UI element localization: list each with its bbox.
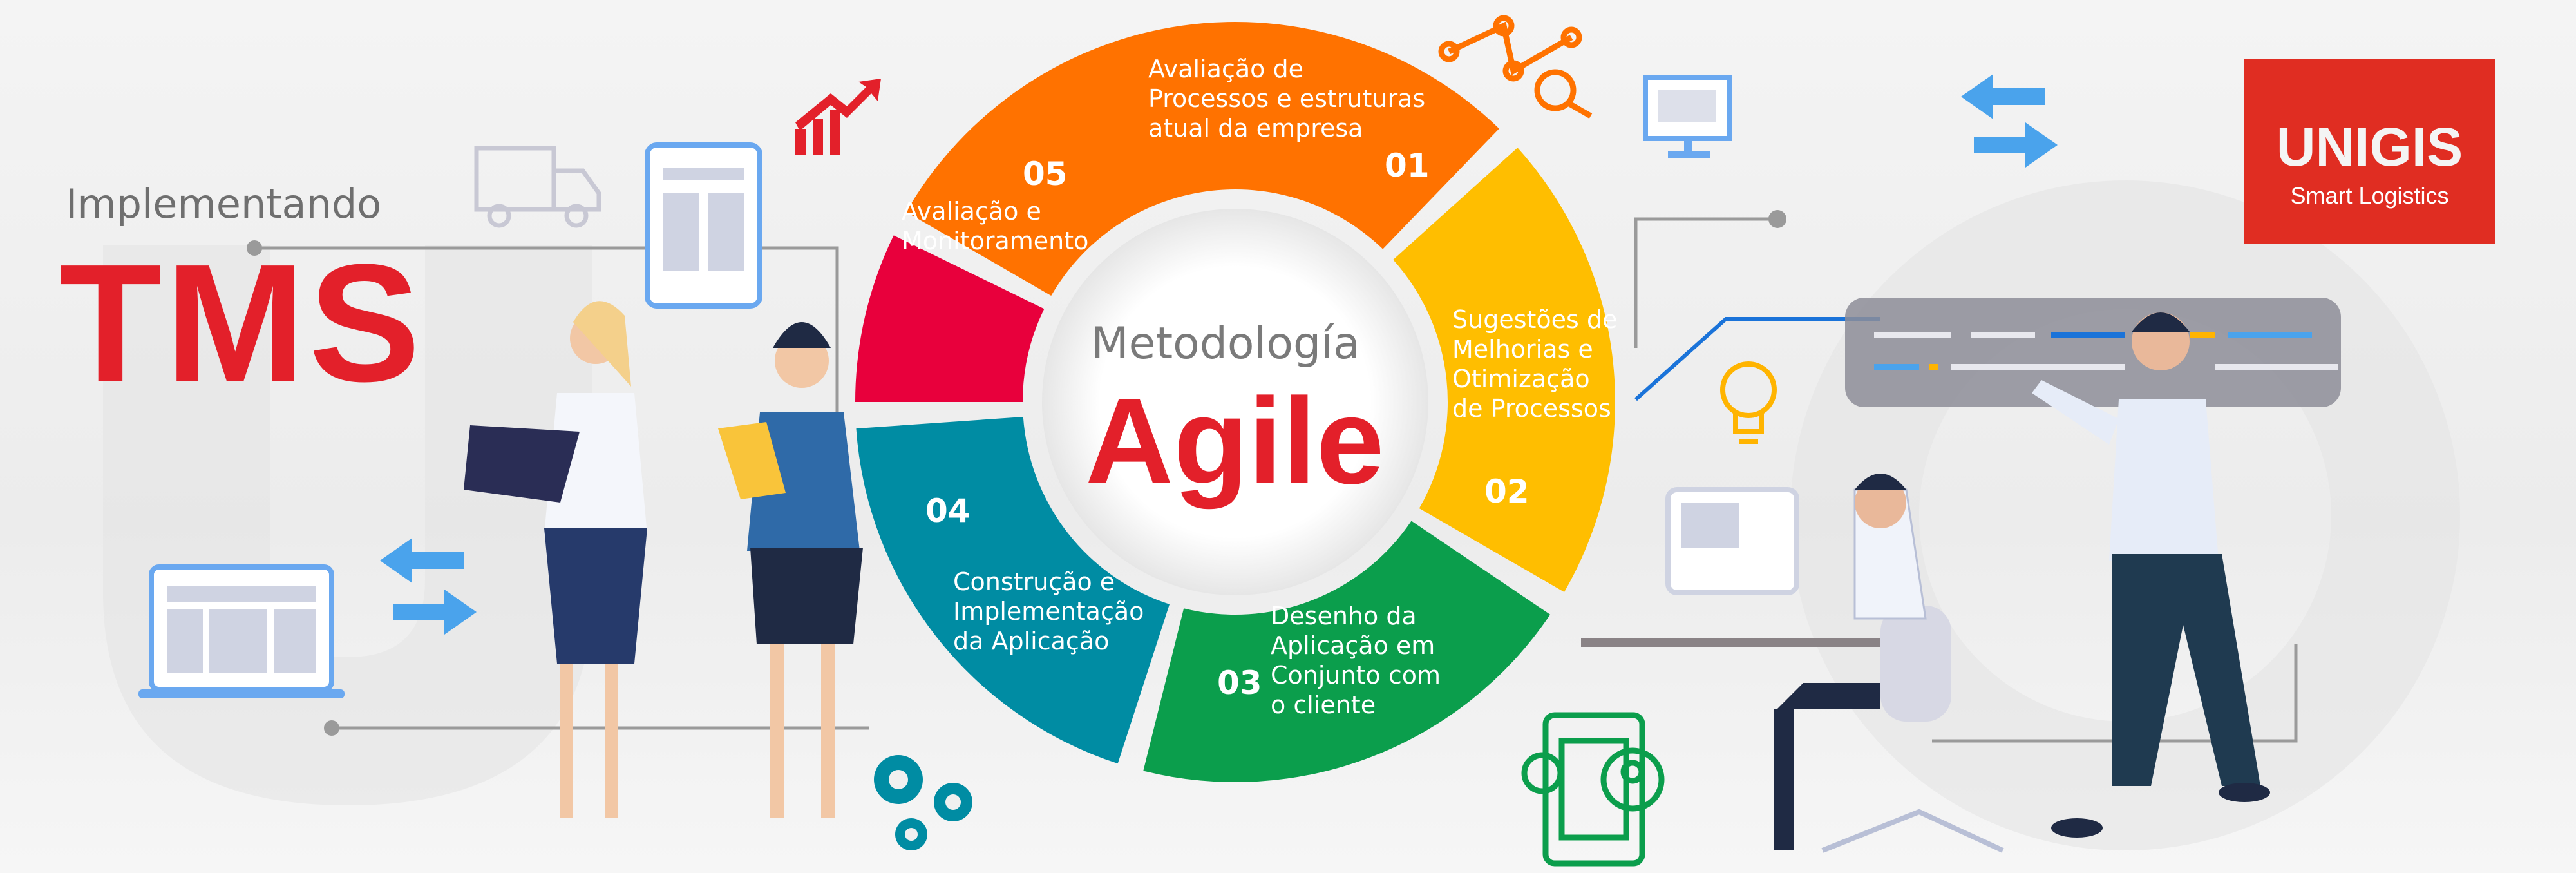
document-icon (645, 142, 762, 309)
ring-segment-2 (1393, 148, 1615, 592)
logo-tagline: Smart Logistics (2290, 182, 2449, 209)
gears-icon (874, 755, 972, 850)
center-label-metodologia: Metodología (1091, 318, 1360, 369)
woman-with-laptop-illustration (464, 301, 647, 818)
title: TMS (59, 230, 424, 417)
step-5-label: Avaliação e Monitoramento (902, 197, 1089, 255)
unigis-logo: UNIGIS Smart Logistics (2244, 59, 2496, 244)
ring-segment-4 (856, 417, 1170, 764)
ring-segment-3 (1143, 521, 1551, 782)
step-3-label: Desenho da Aplicação em Conjunto com o c… (1271, 602, 1441, 719)
mobile-user-icon (1521, 712, 1665, 867)
step-1-label: Avaliação de Processos e estruturas atua… (1148, 55, 1426, 142)
step-4-number: 04 (925, 492, 971, 530)
trend-chart-icon (795, 79, 881, 155)
data-panel (1845, 298, 2341, 407)
logo-brand: UNIGIS (2276, 117, 2463, 177)
woman-with-clipboard-illustration (718, 322, 863, 818)
step-3-number: 03 (1217, 664, 1262, 702)
ring-segment-1 (906, 22, 1499, 296)
network-search-icon (1438, 15, 1593, 119)
subtitle: Implementando (66, 180, 382, 227)
step-4-label: Construção e Implementação da Aplicação (953, 568, 1144, 655)
step-2-number: 02 (1484, 473, 1530, 510)
lightbulb-icon (1720, 361, 1777, 444)
monitor-icon (1643, 75, 1732, 158)
center-label-agile: Agile (1085, 373, 1385, 510)
step-5-number: 05 (1023, 155, 1068, 193)
seated-man-illustration (1581, 474, 2004, 853)
arrows-exchange-icon (1961, 74, 2058, 168)
step-2-label: Sugestões de Melhorias e Otimização de P… (1452, 305, 1618, 423)
ring-segment-5 (855, 235, 1045, 402)
truck-icon (474, 146, 601, 228)
step-1-number: 01 (1385, 147, 1430, 184)
arrows-exchange-icon (380, 538, 477, 635)
laptop-icon (138, 564, 345, 698)
standing-man-illustration (2032, 312, 2270, 838)
